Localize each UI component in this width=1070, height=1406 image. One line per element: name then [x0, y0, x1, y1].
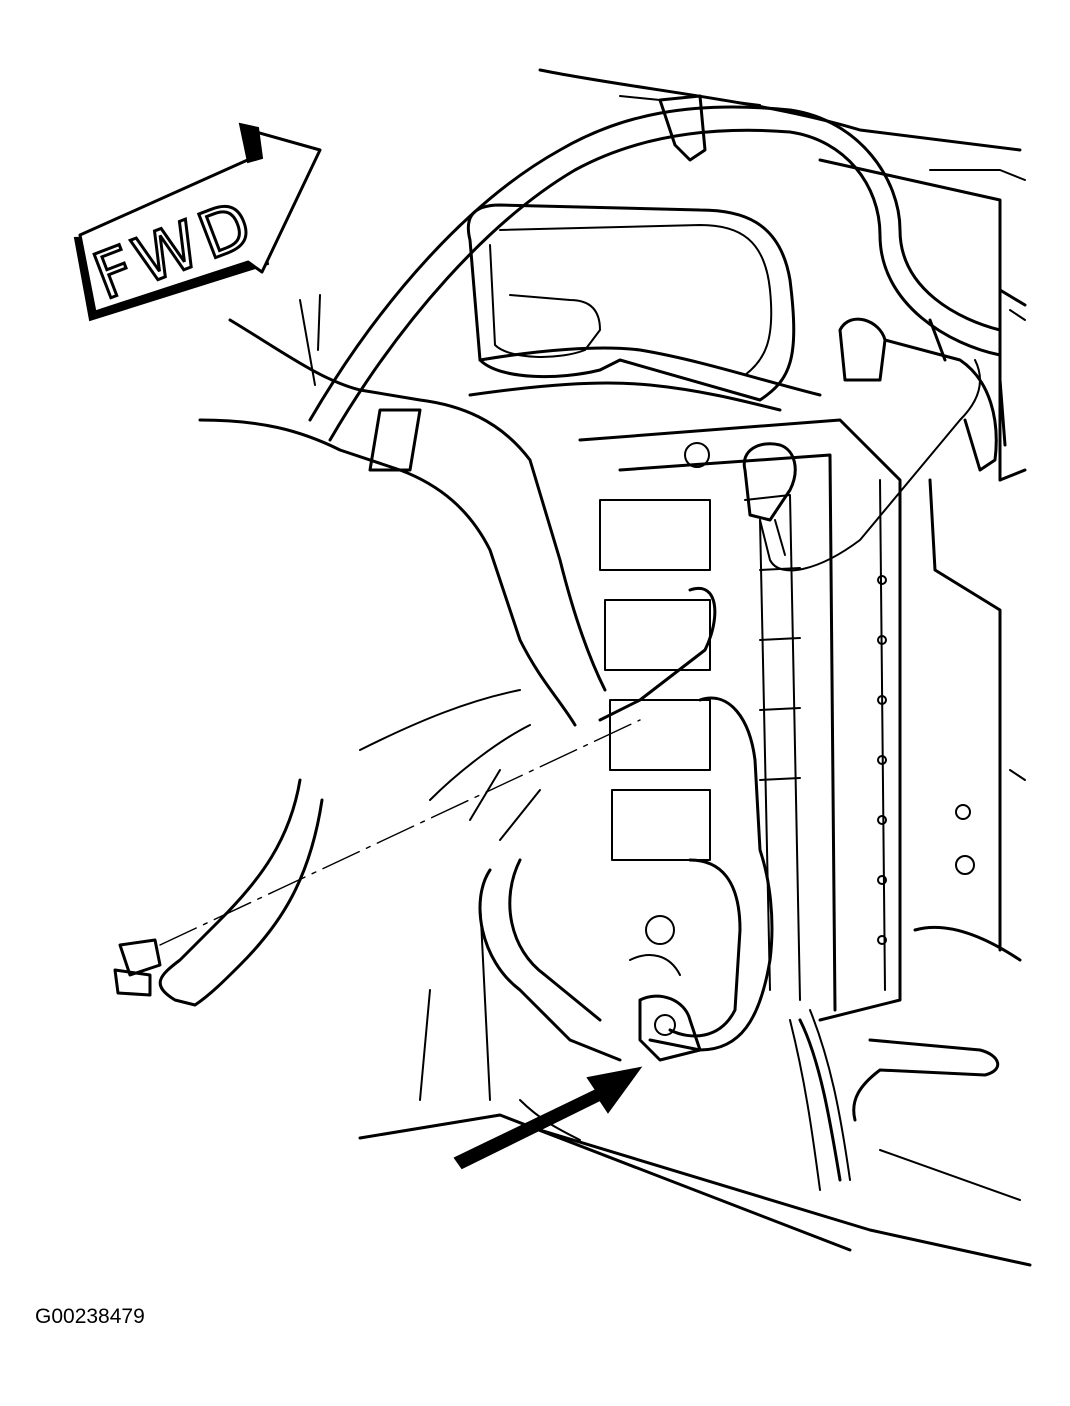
ground-stud [629, 954, 702, 1062]
fwd-direction-arrow: FWD [73, 122, 322, 322]
upper-wire-harness [308, 94, 1007, 472]
ground-strap [469, 586, 774, 1062]
figure-id-label: G00238479 [35, 1305, 145, 1328]
module-connector-stack [599, 499, 711, 861]
sensor-connector [742, 359, 981, 572]
lower-frame [358, 899, 1032, 1267]
mounting-bolt-lower [645, 915, 675, 945]
callout-arrow [453, 1066, 643, 1170]
main-wire-harness [198, 294, 822, 727]
harness-clip-detail [113, 689, 641, 1007]
firewall-panel [466, 68, 1027, 482]
mounting-bolt-upper [684, 442, 710, 468]
body-bracket [789, 309, 1026, 1191]
